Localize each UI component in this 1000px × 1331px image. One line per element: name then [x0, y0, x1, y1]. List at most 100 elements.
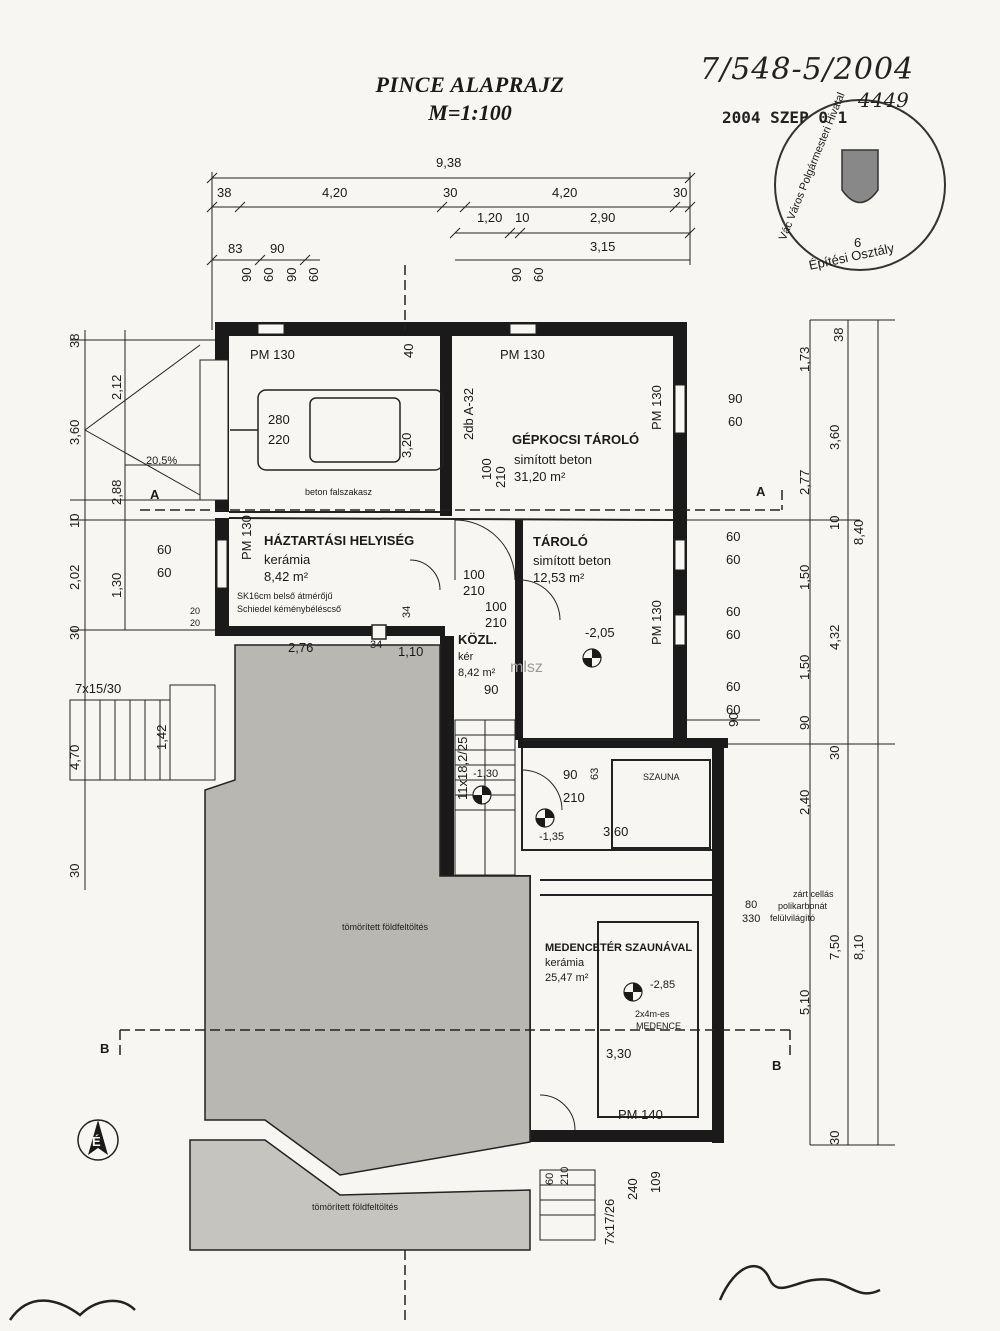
note-chimney-1: SK16cm belső átmérőjű — [237, 591, 333, 601]
room-corridor-floor: kér — [458, 651, 474, 663]
window-pm130-storage: PM 130 — [649, 600, 664, 645]
watermark-text: mlsz — [510, 659, 543, 676]
dim-left-360: 3,60 — [67, 419, 82, 445]
dim-top-120: 1,20 — [477, 210, 503, 225]
dim-left-bottom-30: 30 — [67, 863, 82, 878]
room-pool-name: MEDENCETÉR SZAUNÁVAL — [545, 942, 693, 954]
inner-dim-210a: 210 — [559, 1166, 571, 1185]
dim-left-30: 30 — [67, 625, 82, 640]
room-household-area: 8,42 m² — [264, 569, 309, 584]
window-pm130-garage-left: PM 130 — [250, 347, 295, 362]
room-household-name: HÁZTARTÁSI HELYISÉG — [264, 533, 415, 548]
note-concrete-wall: beton falszakasz — [305, 487, 373, 497]
ext-stair-steps: 7x15/30 — [75, 681, 122, 696]
dim-right-277: 2,77 — [797, 469, 812, 495]
dim-left-212: 2,12 — [109, 374, 124, 400]
ext-stair-142: 1,42 — [154, 724, 169, 750]
note-infill-2: tömörített földfeltöltés — [312, 1202, 399, 1212]
dim-right-432: 4,32 — [827, 624, 842, 650]
section-b-left: B — [100, 1041, 110, 1056]
room-household-floor: kerámia — [264, 552, 311, 567]
car-dim-320: 3,20 — [399, 432, 414, 458]
dim-open-60a: 60 — [261, 267, 276, 282]
dim-right-173: 1,73 — [797, 346, 812, 372]
dim-left-288: 2,88 — [109, 479, 124, 505]
note-pool-size: 2x4m-es — [635, 1009, 670, 1019]
lintel-note: 2db A-32 — [461, 387, 476, 440]
door-3-h: 210 — [493, 466, 508, 488]
ext-stair-470: 4,70 — [67, 744, 82, 770]
dim-right-150a: 1,50 — [797, 564, 812, 590]
room-corridor-area: 8,42 m² — [458, 667, 496, 679]
window-2-w: 60 — [726, 529, 741, 544]
wall-dim-40: 40 — [401, 343, 416, 358]
dim-top-420b: 4,20 — [552, 185, 578, 200]
car-dim-w: 280 — [268, 412, 290, 427]
dim-top-38: 38 — [217, 185, 232, 200]
window-1-w: 90 — [728, 391, 743, 406]
inner-dim-34a: 34 — [370, 639, 383, 651]
note-stair-main: 11x18,2/25 — [455, 736, 470, 800]
dim-top-30b: 30 — [673, 185, 688, 200]
room-corridor-name: KÖZL. — [458, 632, 497, 647]
window-pm130-garage-side: PM 130 — [649, 385, 664, 430]
window-pm130-garage-right: PM 130 — [500, 347, 545, 362]
room-garage-floor: simított beton — [514, 452, 593, 467]
note-polycarb-2: polikarbonát — [778, 901, 828, 911]
level-stair-landing: -1,35 — [539, 831, 565, 843]
stamp-number: 6 — [854, 235, 862, 250]
inner-dim-34b: 34 — [401, 605, 413, 618]
note-stair-bottom: 7x17/26 — [602, 1198, 617, 1245]
polycarb-dim-330: 330 — [742, 913, 761, 925]
window-6-w: 20 — [190, 606, 201, 616]
note-polycarb-1: zárt cellás — [793, 889, 834, 899]
door-1-w: 100 — [463, 567, 485, 582]
dim-right-750: 7,50 — [827, 934, 842, 960]
dim-right-240: 2,40 — [797, 789, 812, 815]
dim-open-60c: 60 — [531, 267, 546, 282]
stamp-suffix: 4449 — [858, 88, 909, 112]
dim-right-360: 3,60 — [827, 424, 842, 450]
room-storage-area: 12,53 m² — [533, 570, 585, 585]
dim-right-90: 90 — [797, 715, 812, 730]
door-4-w: 90 — [563, 767, 578, 782]
dim-open-90c: 90 — [509, 267, 524, 282]
dim-left-130: 1,30 — [109, 572, 124, 598]
door-2-w: 100 — [485, 599, 507, 614]
inner-dim-330: 3,30 — [606, 1046, 632, 1061]
window-4-w: 60 — [726, 679, 741, 694]
dim-right-840: 8,40 — [851, 519, 866, 545]
dim-left-202: 2,02 — [67, 564, 82, 590]
inner-dim-240: 240 — [625, 1178, 640, 1200]
window-6-h: 20 — [190, 618, 201, 628]
dim-right-810: 8,10 — [851, 934, 866, 960]
stamp-date: 2004 SZEP 0 1 — [722, 108, 848, 127]
dim-top-30a: 30 — [443, 185, 458, 200]
window-5-w: 60 — [157, 542, 172, 557]
inner-dim-360: 3,60 — [603, 824, 629, 839]
dim-left-10: 10 — [67, 513, 82, 528]
door-4-h: 210 — [563, 790, 585, 805]
ramp-slope: 20,5% — [146, 455, 178, 467]
dim-right-150b: 1,50 — [797, 654, 812, 680]
window-pm140-pool: PM 140 — [618, 1107, 663, 1122]
dim-right-30a: 30 — [827, 745, 842, 760]
section-a-right: A — [756, 484, 766, 499]
dim-right-10: 10 — [827, 515, 842, 530]
car-dim-h: 220 — [268, 432, 290, 447]
room-garage-area: 31,20 m² — [514, 469, 566, 484]
inner-dim-90a: 90 — [484, 682, 499, 697]
inner-dim-109: 109 — [648, 1171, 663, 1193]
window-4-h: 60 — [726, 702, 741, 717]
dim-open-60b: 60 — [306, 267, 321, 282]
dim-top-290: 2,90 — [590, 210, 616, 225]
inner-dim-90b: 90 — [726, 712, 741, 727]
dim-top-10: 10 — [515, 210, 530, 225]
dim-left-38: 38 — [67, 333, 82, 348]
polycarb-dim-80: 80 — [745, 899, 758, 911]
section-a-left: A — [150, 487, 160, 502]
note-polycarb-3: felülvilágító — [770, 913, 816, 923]
dim-top-90: 90 — [270, 241, 285, 256]
